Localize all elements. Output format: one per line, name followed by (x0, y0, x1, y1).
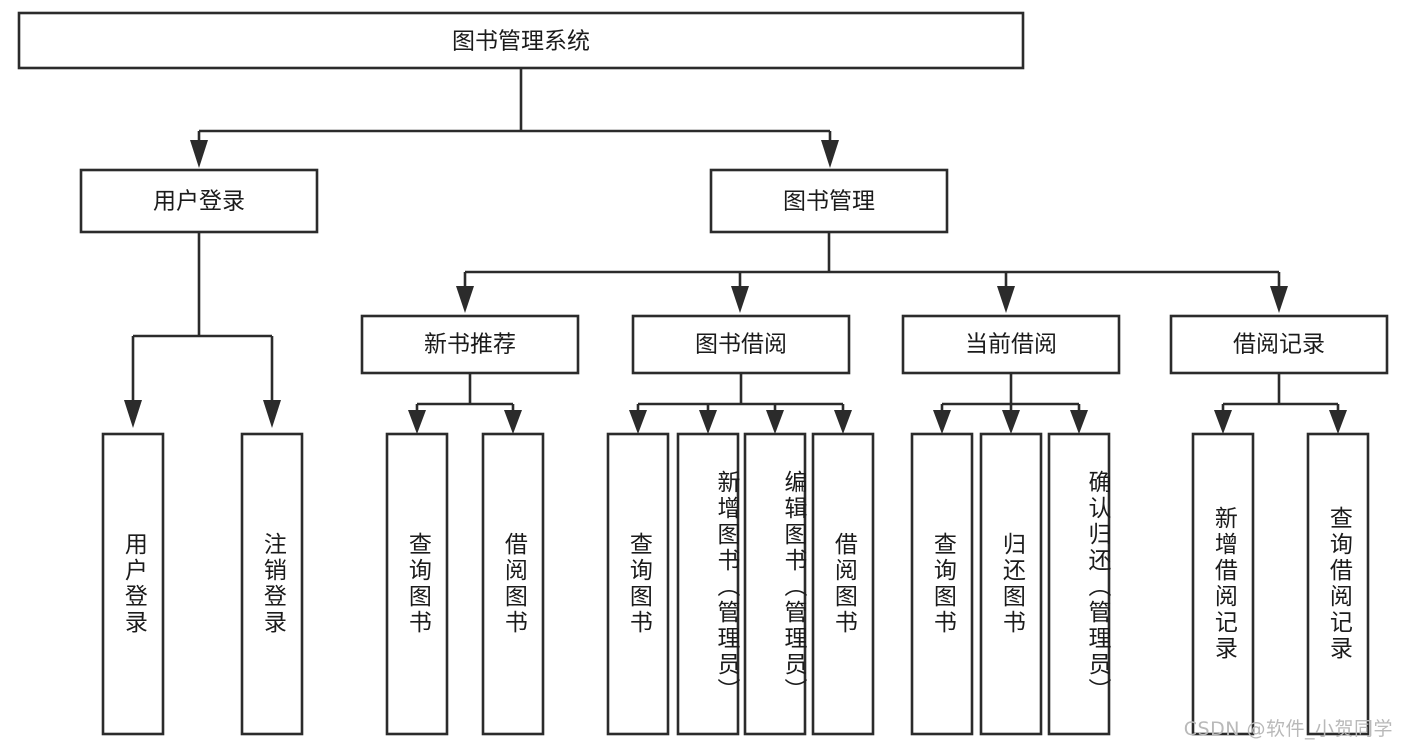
leafbox-borrow-book[interactable] (811, 432, 875, 736)
node-current-borrow[interactable] (901, 314, 1121, 375)
node-borrow-records[interactable] (1169, 314, 1389, 375)
arrowhead-current-leaf-1 (933, 410, 951, 434)
csdn-watermark: CSDN @软件_小贺同学 (1183, 718, 1393, 740)
leafbox-query-book-borrow[interactable] (606, 432, 670, 736)
arrowhead-bookmgmt-borrow (731, 286, 749, 313)
leafbox-edit-book-admin[interactable] (743, 432, 807, 736)
leafbox-return-book[interactable] (979, 432, 1043, 736)
arrowhead-current-leaf-3 (1070, 410, 1088, 434)
node-new-book-recommend-label: 新书推荐 (424, 332, 516, 358)
node-borrow-records-label: 借阅记录 (1233, 332, 1325, 358)
arrowhead-bookmgmt-current (997, 286, 1015, 313)
node-root[interactable] (17, 11, 1025, 70)
leafbox-query-borrow-record[interactable] (1306, 432, 1370, 736)
node-new-book-recommend[interactable] (360, 314, 580, 375)
arrowhead-records-leaf-2 (1329, 410, 1347, 434)
arrowhead-bookmgmt-new-books (456, 286, 474, 313)
arrowhead-borrow-leaf-3 (766, 410, 784, 434)
leafbox-add-borrow-record[interactable] (1191, 432, 1255, 736)
leafbox-query-book-current[interactable] (910, 432, 974, 736)
arrowhead-root-to-login (190, 140, 208, 168)
arrowhead-current-leaf-2 (1002, 410, 1020, 434)
node-book-borrow-label: 图书借阅 (695, 332, 787, 358)
arrowhead-borrow-leaf-2 (699, 410, 717, 434)
arrowhead-login-leaf-1 (124, 400, 142, 428)
leafbox-logout[interactable] (240, 432, 304, 736)
node-book-management[interactable] (709, 168, 949, 234)
leafbox-query-book-recommend[interactable] (385, 432, 449, 736)
arrowhead-bookmgmt-records (1270, 286, 1288, 313)
node-user-login-label: 用户登录 (153, 189, 245, 215)
leafbox-confirm-return-admin[interactable] (1047, 432, 1111, 736)
arrowhead-borrow-leaf-4 (834, 410, 852, 434)
arrowhead-root-to-bookmgmt (821, 140, 839, 168)
node-book-borrow[interactable] (631, 314, 851, 375)
leafbox-add-book-admin[interactable] (676, 432, 740, 736)
arrowhead-records-leaf-1 (1214, 410, 1232, 434)
node-book-management-label: 图书管理 (783, 189, 875, 215)
arrowhead-recommend-leaf-1 (408, 410, 426, 434)
node-root-label: 图书管理系统 (452, 29, 590, 55)
leafbox-user-login[interactable] (101, 432, 165, 736)
node-current-borrow-label: 当前借阅 (965, 332, 1057, 358)
arrowhead-borrow-leaf-1 (629, 410, 647, 434)
arrowhead-login-leaf-2 (263, 400, 281, 428)
arrowhead-recommend-leaf-2 (504, 410, 522, 434)
leafbox-borrow-book-recommend[interactable] (481, 432, 545, 736)
